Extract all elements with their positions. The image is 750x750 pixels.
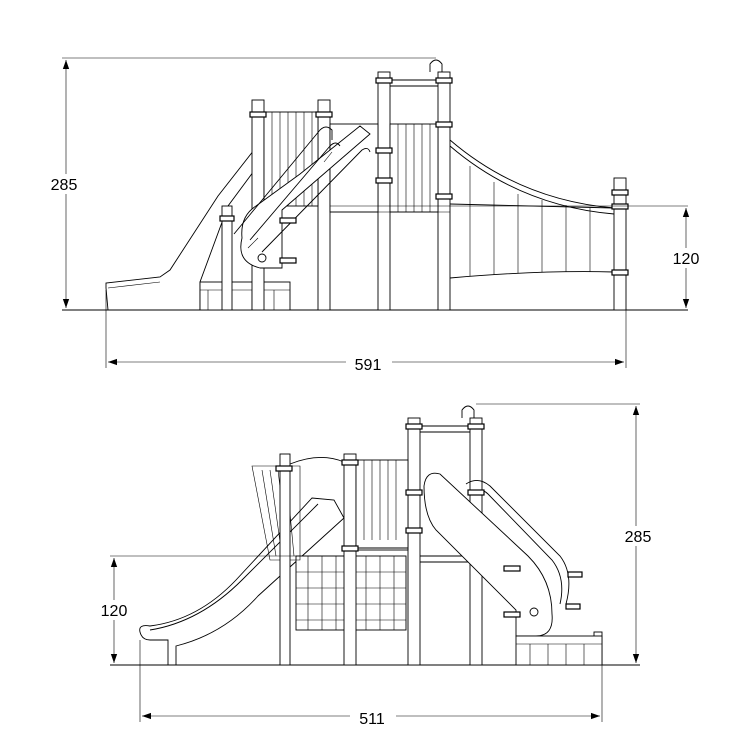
front-height-label: 285 [625,529,652,546]
side-upper-panels [263,111,450,213]
side-climbing-ramp [233,125,371,269]
side-view: 285 120 591 [44,57,706,374]
side-width-dimension: 591 [105,290,627,374]
side-rope-bridge [449,139,615,279]
front-view: 285 120 511 [94,403,660,728]
side-platform-height-label: 120 [673,251,700,268]
front-width-label: 511 [359,711,385,728]
side-width-label: 591 [355,357,382,374]
front-center-panel [289,457,470,563]
side-platform-dimension: 120 [450,205,706,308]
front-height-dimension: 285 [476,403,660,663]
front-clamps [275,423,583,618]
front-climbing-ramp [423,472,603,666]
front-width-dimension: 511 [139,640,603,728]
side-height-label: 285 [51,177,78,194]
side-height-dimension: 285 [44,57,436,308]
side-clamps [219,77,629,276]
side-lower-panel [199,281,291,311]
front-platform-dimension: 120 [94,555,344,663]
front-platform-height-label: 120 [101,603,128,620]
